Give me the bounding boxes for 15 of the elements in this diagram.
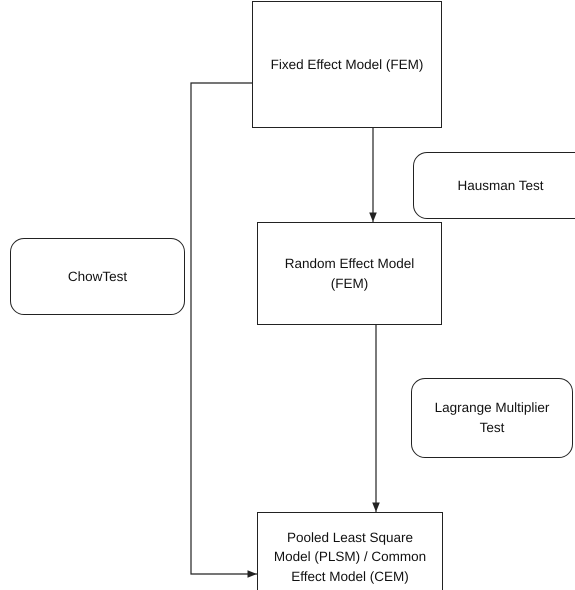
node-label: Fixed Effect Model (FEM) <box>270 56 424 74</box>
test-box <box>10 238 185 315</box>
arrow <box>190 82 257 578</box>
model-box <box>252 1 442 128</box>
node-label: ChowTest <box>68 268 128 286</box>
node-label: Hausman Test <box>457 176 544 195</box>
model-box <box>257 512 443 590</box>
test-box <box>411 378 573 458</box>
node-label: Pooled Least Square Model (PLSM) / Common Effect Model (CEM) <box>272 528 428 586</box>
arrow <box>372 325 380 512</box>
node-label: Lagrange Multiplier Test <box>434 399 550 437</box>
arrow <box>369 128 377 222</box>
test-box <box>413 152 575 219</box>
model-box <box>257 222 442 325</box>
node-label: Random Effect Model (FEM) <box>284 254 416 293</box>
